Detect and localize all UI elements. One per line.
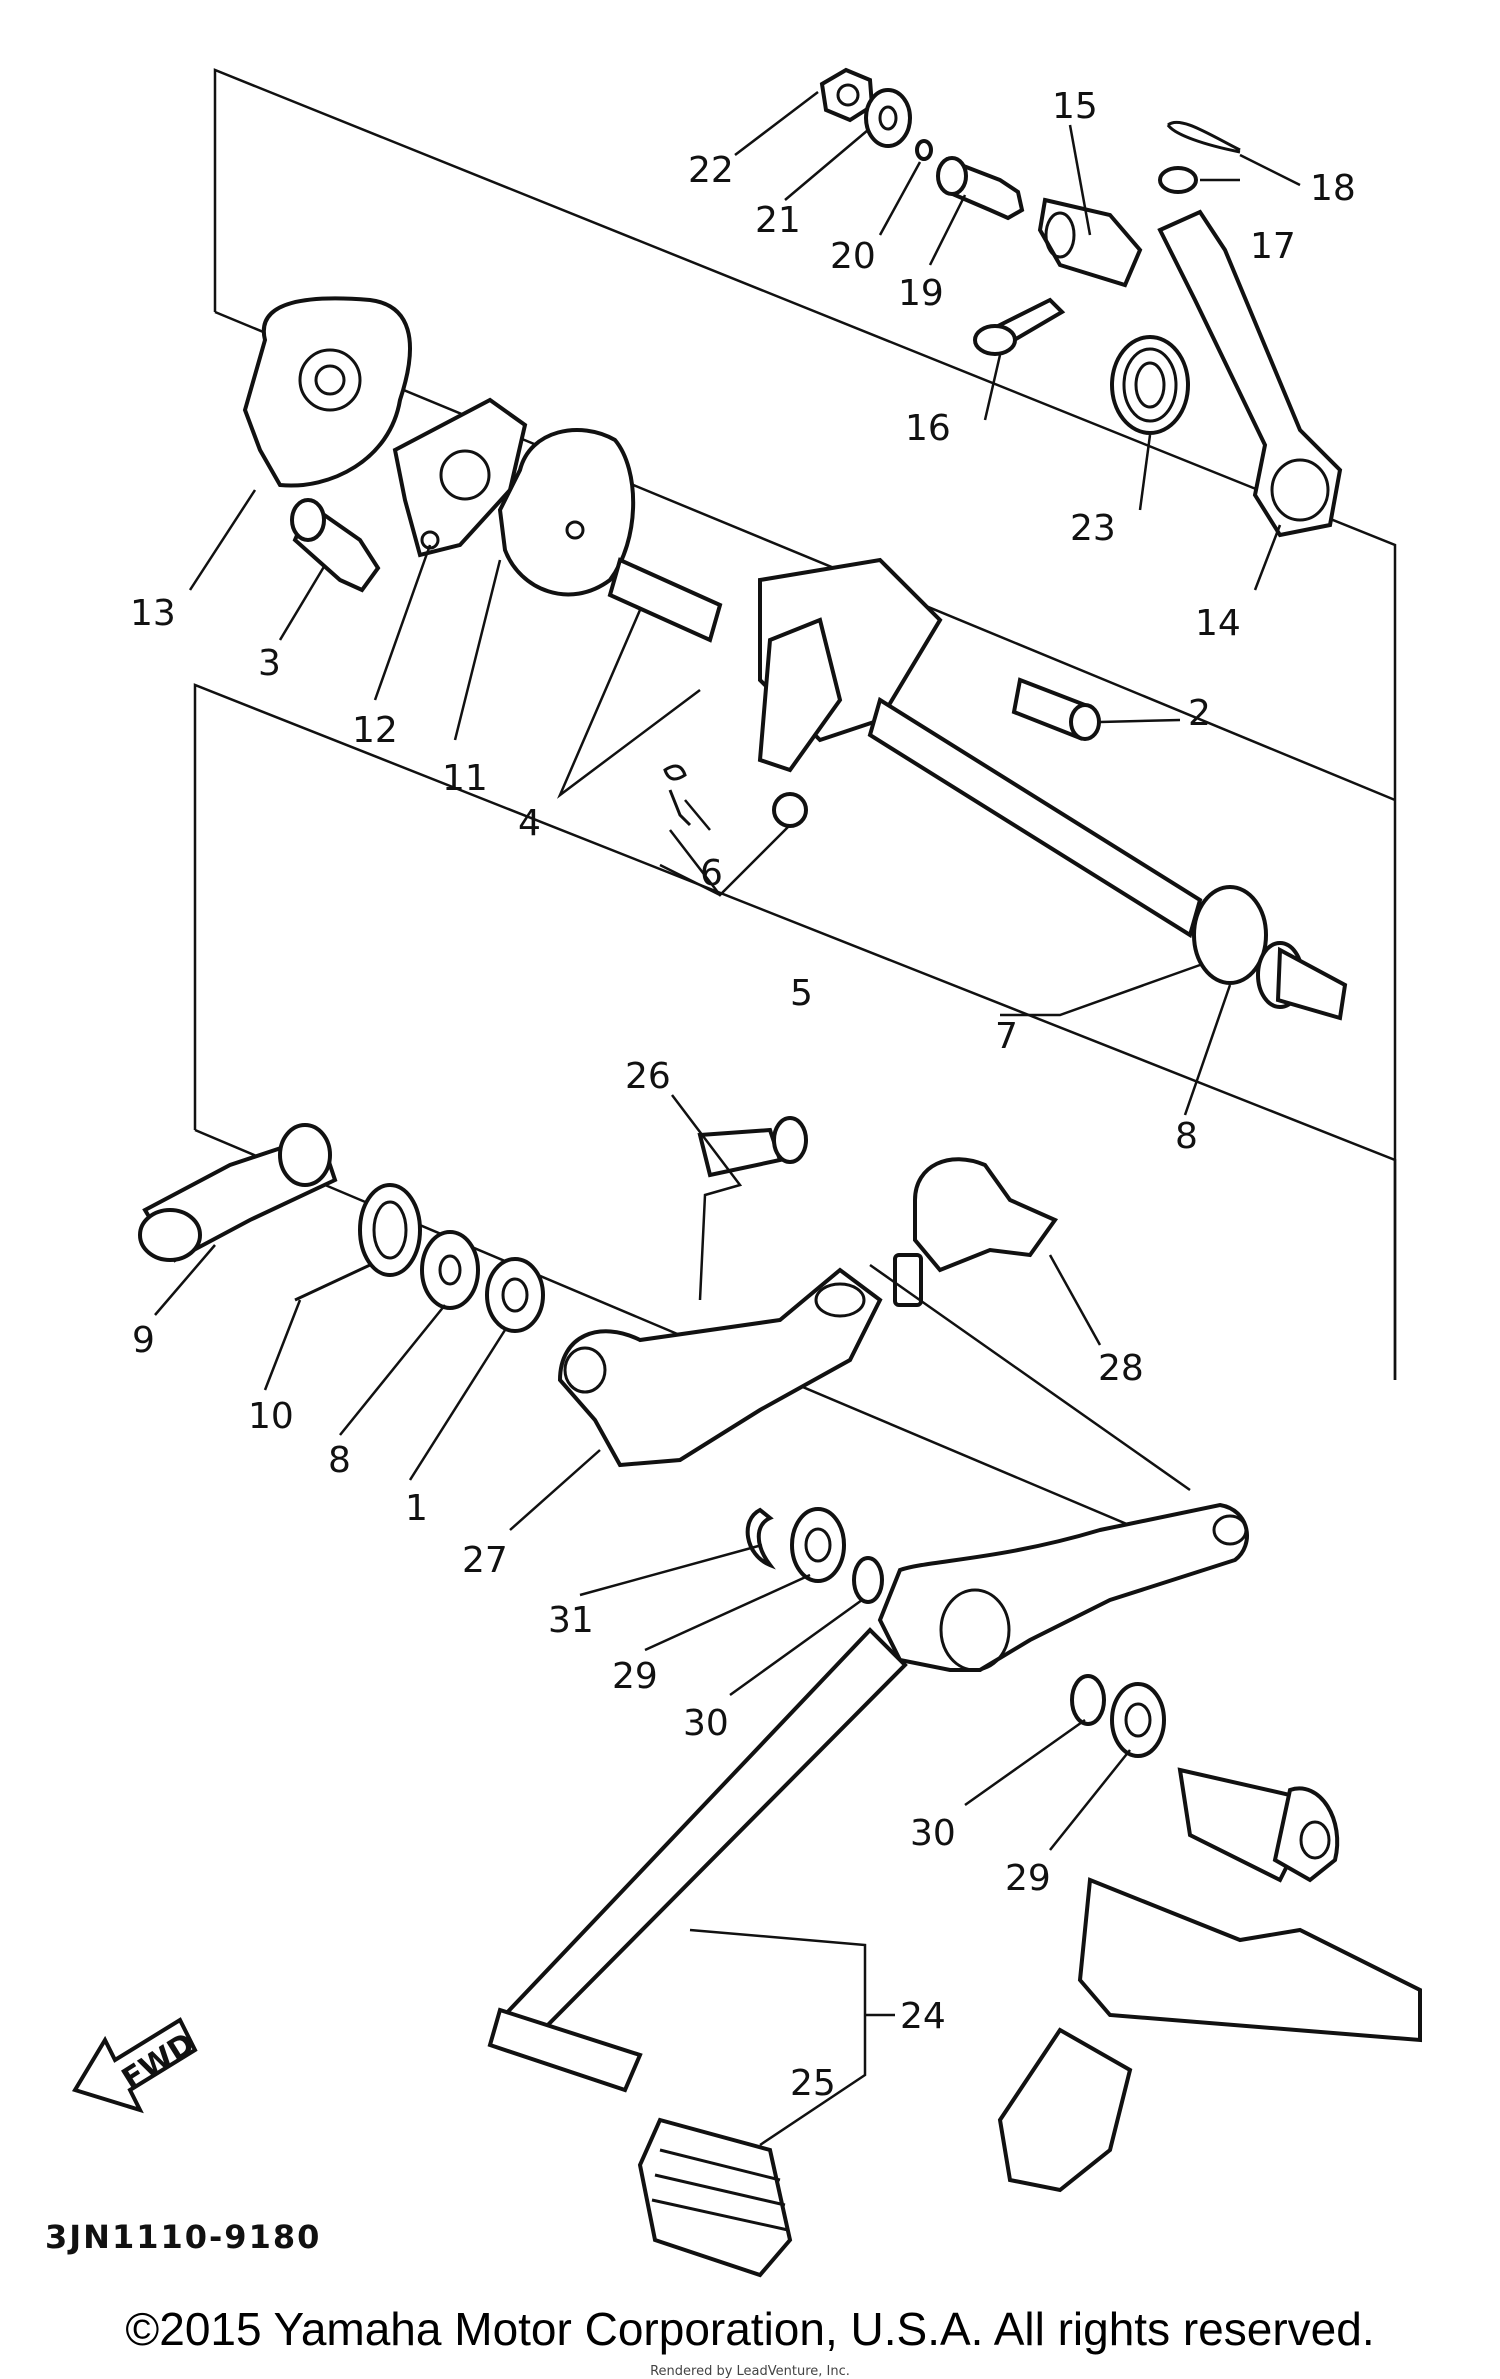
part-27-arm [557,1267,883,1468]
part-18-cotter-pin [1166,120,1241,154]
label-part-31: 31 [548,1600,594,1641]
part-4-shift-shaft [607,557,943,773]
part-number-labels: 22 21 20 19 15 18 17 16 23 14 2 13 3 12 … [130,86,1356,2104]
label-part-8-lower: 8 [328,1440,351,1481]
forward-direction-arrow: FWD [71,2017,201,2114]
part-29-washer [790,1507,1166,1758]
diagram-code: 3JN1110-9180 [45,2218,321,2256]
label-part-24: 24 [900,1996,946,2037]
footrest-bracket [997,1767,1422,2193]
part-12-plate [392,397,528,558]
part-10-spring [294,1183,422,1302]
part-7-shaft [867,696,1348,1021]
part-28-stopper [893,1157,1059,1307]
label-part-30-left: 30 [683,1703,729,1744]
part-21-washer [864,88,912,148]
label-part-5: 5 [790,973,813,1014]
label-part-27: 27 [462,1540,508,1581]
part-19-bolt [936,156,1025,221]
part-24-shift-pedal [487,1502,1249,2093]
label-part-14: 14 [1195,603,1241,644]
part-25-pedal-rubber [637,2117,793,2278]
label-part-4: 4 [518,803,541,844]
part-16-pin [973,297,1066,356]
leader-lines [154,91,1301,2147]
part-23-spring [1110,335,1190,435]
label-part-30-right: 30 [910,1813,956,1854]
label-part-9: 9 [132,1320,155,1361]
label-part-22: 22 [688,150,734,191]
label-part-2: 2 [1188,693,1211,734]
label-part-11: 11 [442,758,488,799]
label-part-8-upper: 8 [1175,1116,1198,1157]
label-part-13: 13 [130,593,176,634]
label-part-29-left: 29 [612,1656,658,1697]
part-26-screw [697,1116,808,1178]
label-part-21: 21 [755,200,801,241]
label-part-1: 1 [405,1488,428,1529]
label-part-10: 10 [248,1396,294,1437]
label-part-12: 12 [352,710,398,751]
part-11-segment [497,428,636,597]
label-part-19: 19 [898,273,944,314]
part-13-cover [242,296,412,488]
label-part-23: 23 [1070,508,1116,549]
part-31-clip [745,1507,776,1570]
part-20-ring [915,139,933,161]
part-30-o-ring [852,1556,1106,1726]
watermark-text: Rendered by LeadVenture, Inc. [650,2364,850,2379]
label-part-7: 7 [995,1016,1018,1057]
part-14-lever [1157,209,1343,538]
part-2-pin [1011,677,1101,741]
label-part-17: 17 [1250,226,1296,267]
part-6-spring [663,764,692,827]
part-8-washer [420,1230,480,1310]
label-part-18: 18 [1310,168,1356,209]
label-part-15: 15 [1052,86,1098,127]
label-part-29-right: 29 [1005,1858,1051,1899]
label-part-26: 26 [625,1056,671,1097]
label-part-20: 20 [830,236,876,277]
part-3-bolt [290,498,381,593]
part-5-roller [772,792,808,828]
part-15-joint [1037,197,1143,288]
part-17-washer [1158,166,1198,194]
part-9-lever [138,1123,338,1263]
label-part-28: 28 [1098,1348,1144,1389]
copyright-notice: ©2015 Yamaha Motor Corporation, U.S.A. A… [125,2303,1375,2355]
part-1-collar [485,1257,545,1333]
label-part-25: 25 [790,2063,836,2104]
label-part-6: 6 [700,853,723,894]
assembly-frame-upper [213,68,1397,1380]
label-part-16: 16 [905,408,951,449]
label-part-3: 3 [258,643,281,684]
